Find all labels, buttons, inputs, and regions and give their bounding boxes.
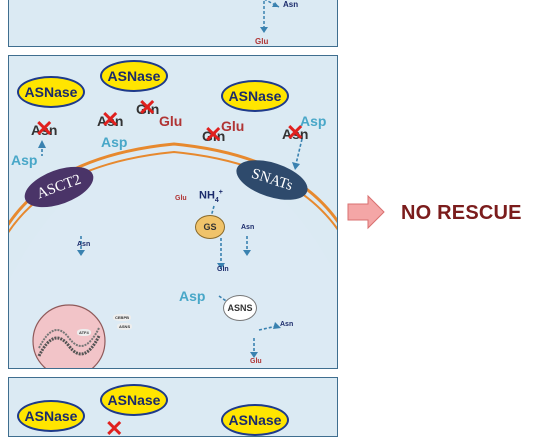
snats-label: SNATs xyxy=(249,165,295,194)
bottom-panel: ASNase ASNase ASNase ✕ xyxy=(8,377,338,437)
gln-crossed-center: Gln xyxy=(136,101,160,117)
gln-crossed-right: Gln xyxy=(202,128,226,144)
gs-label: GS xyxy=(203,222,217,232)
asn-crossed-left: Asn xyxy=(31,122,58,138)
asn-crossed-right: Asn xyxy=(282,126,309,142)
x-mark-right: ✕ xyxy=(286,120,305,145)
glu-right: Glu xyxy=(221,118,245,134)
nucleus-label-1: ATF4 xyxy=(77,329,91,336)
nucleus-label-2: CEBPB xyxy=(113,314,132,321)
asnase-enzyme-b1: ASNase xyxy=(17,400,85,432)
x-mark-center: ✕ xyxy=(101,107,120,132)
no-rescue-label: NO RESCUE xyxy=(401,202,522,224)
gs-enzyme: GS xyxy=(195,215,225,239)
result-arrow xyxy=(347,194,385,230)
x-mark-gln-center: ✕ xyxy=(138,95,157,120)
asp-center: Asp xyxy=(101,134,128,150)
asns-label: ASNS xyxy=(227,303,253,313)
x-mark-gln-right: ✕ xyxy=(204,122,223,147)
asn-product: Asn xyxy=(280,321,294,328)
asp-intracellular: Asp xyxy=(179,288,206,304)
asn-intracellular-left: Asn xyxy=(77,241,91,248)
asp-left: Asp xyxy=(11,152,38,168)
x-mark-bottom: ✕ xyxy=(105,416,124,437)
nucleus-label-3: ASNS xyxy=(117,323,133,330)
asnase-enzyme-1: ASNase xyxy=(17,76,85,108)
top-asn-label: Asn xyxy=(283,0,299,9)
middle-panel: ASNase ASNase ASNase Asn ✕ Asp Asn ✕ Asp… xyxy=(8,55,338,369)
x-mark-left: ✕ xyxy=(35,116,54,141)
asp-right: Asp xyxy=(300,113,327,129)
asnase-enzyme-3: ASNase xyxy=(221,80,289,112)
gln-intracellular: Gln xyxy=(217,266,229,273)
glu-gs-input: Glu xyxy=(175,195,187,202)
top-glu-label: Glu xyxy=(255,37,269,46)
asnase-enzyme-b2: ASNase xyxy=(100,384,168,416)
asns-enzyme: ASNS xyxy=(223,295,257,321)
top-panel: Asn Glu xyxy=(8,0,338,47)
asnase-enzyme-b3: ASNase xyxy=(221,404,289,436)
asn-crossed-center: Asn xyxy=(97,113,124,129)
asn-intracellular-right: Asn xyxy=(241,224,255,231)
asnase-enzyme-2: ASNase xyxy=(100,60,168,92)
nh4-label: NH4+ xyxy=(199,189,223,204)
top-panel-arrows xyxy=(260,0,280,33)
glu-center: Glu xyxy=(159,113,183,129)
glu-product: Glu xyxy=(250,358,262,365)
